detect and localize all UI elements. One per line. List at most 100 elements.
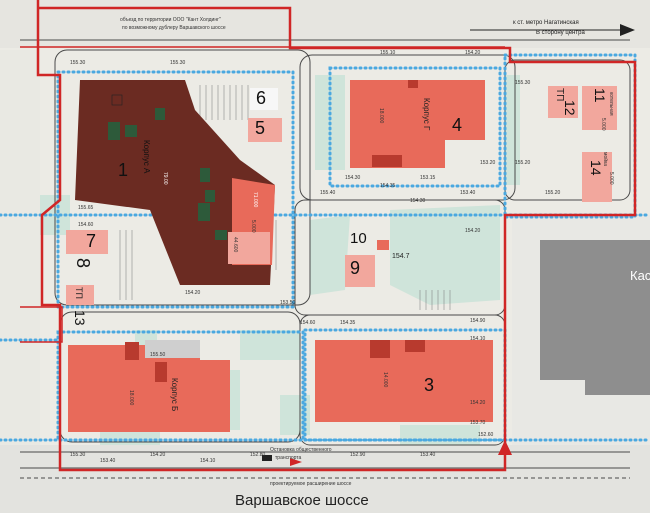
level-mark: 154.60 [78, 222, 94, 228]
level-mark: 154.35 [340, 320, 356, 326]
building-korpus-b-height: 18.000 [128, 390, 134, 406]
level-mark: 154.10 [200, 458, 216, 464]
building-7-number: 7 [86, 231, 97, 251]
level-mark: 155.30 [170, 60, 186, 66]
building-1-stair [111, 94, 123, 106]
neighbour-label: Кас [630, 268, 650, 283]
level-mark: 153.70 [470, 420, 486, 426]
building-14 [582, 152, 612, 202]
building-1-height-d: 44.600 [232, 237, 238, 253]
metro-label-line1: к ст. метро Нагатинская [513, 20, 579, 26]
metro-arrow-icon [620, 24, 635, 36]
building-3-tower-b [405, 340, 425, 352]
building-11-label: котельная [608, 92, 614, 116]
building-14-number: 14 [588, 160, 604, 176]
building-3 [315, 340, 493, 422]
building-1-lowblock [228, 232, 270, 264]
level-mark: 153.20 [480, 160, 496, 166]
level-mark: 155.10 [380, 50, 396, 56]
building-4-height: 18.000 [378, 108, 384, 124]
building-7 [66, 230, 108, 254]
level-mark: 153.40 [420, 452, 436, 458]
exit-arrow-icon [498, 440, 512, 455]
building-korpus-b-tower-a [125, 342, 139, 360]
building-13-prefix: ТП [74, 287, 84, 299]
level-mark: 153.50 [280, 300, 296, 306]
bus-stop-icon [262, 455, 272, 461]
metro-label-line2: В сторону центра [536, 30, 585, 36]
internal-roads [20, 39, 631, 479]
level-mark: 154.90 [470, 318, 486, 324]
detour-notice-line2: по возможному дублеру Варшавского шоссе [122, 25, 226, 31]
level-mark: 154.20 [465, 50, 481, 56]
building-10 [377, 240, 389, 250]
building-12 [548, 86, 578, 118]
level-mark: 154.20 [465, 228, 481, 234]
level-mark: 155.20 [515, 160, 531, 166]
building-14-height: 5.000 [608, 172, 614, 185]
building-korpus-b-label: Корпус Б [170, 378, 179, 412]
building-6 [250, 88, 278, 110]
level-mark: 155.30 [515, 80, 531, 86]
level-mark: 153.15 [420, 175, 436, 181]
building-5 [248, 118, 282, 142]
level-mark: 153.40 [100, 458, 116, 464]
left-strip [0, 50, 40, 445]
building-1-height-a: 79.00 [162, 172, 168, 185]
building-4 [350, 80, 485, 168]
building-10-level: 154.7 [392, 253, 410, 260]
level-mark: 154.20 [150, 452, 166, 458]
building-5-number: 5 [255, 118, 266, 138]
building-12-prefix: ТП [554, 88, 565, 102]
level-mark: 155.50 [150, 352, 166, 358]
widening-label: проектируемое расширение шоссе [270, 481, 352, 487]
level-mark: 153.40 [460, 190, 476, 196]
building-13-number: 13 [72, 310, 88, 326]
boundary-segment [20, 306, 63, 343]
building-11-height: 5.000 [600, 118, 606, 131]
level-mark: 155.30 [70, 60, 86, 66]
level-mark: 154.20 [185, 290, 201, 296]
level-mark: 154.60 [300, 320, 316, 326]
level-mark: 154.10 [470, 336, 486, 342]
entry-arrow-icon [290, 458, 302, 466]
building-1-height-c: 5.000 [250, 220, 256, 233]
level-mark: 154.20 [470, 400, 486, 406]
building-6-number: 6 [256, 88, 267, 108]
site-boundary [36, 0, 637, 472]
building-3-number: 3 [424, 375, 435, 395]
parking-rows [119, 85, 451, 310]
building-korpus-b-annex [145, 340, 200, 358]
level-mark: 155.30 [70, 452, 86, 458]
building-14-label: мойка [602, 152, 608, 167]
level-mark: 155.65 [78, 205, 94, 211]
building-13 [66, 285, 94, 305]
bus-stop-label-line2: транспорта [275, 455, 302, 461]
building-10-number: 10 [350, 230, 367, 247]
level-mark: 152.90 [350, 452, 366, 458]
building-9-number: 9 [350, 258, 361, 278]
building-3-tower-a [370, 340, 390, 358]
building-1-height-b: 71.000 [252, 192, 258, 208]
level-mark: 152.80 [250, 452, 266, 458]
neighbour-building [540, 240, 650, 395]
building-korpus-b [68, 345, 230, 432]
level-mark: 154.35 [380, 183, 396, 189]
detour-notice-line1: объезд по территории ООО "Кант Холдинг" [120, 17, 221, 23]
building-11-number: 11 [592, 88, 608, 103]
highway-area [0, 445, 650, 513]
building-1-courtyards [108, 108, 227, 240]
building-4-entrance [372, 155, 402, 167]
building-4-tower [408, 80, 418, 88]
building-12-number: 12 [562, 100, 578, 116]
building-korpus-b-tower-b [155, 362, 167, 382]
building-3-height: 14.000 [382, 372, 388, 388]
level-mark: 155.20 [545, 190, 561, 196]
building-9 [345, 255, 375, 287]
level-mark: 155.40 [320, 190, 336, 196]
building-8-number: 8 [73, 258, 93, 269]
building-1-number: 1 [118, 160, 129, 180]
building-4-label: Корпус Г [422, 98, 431, 131]
